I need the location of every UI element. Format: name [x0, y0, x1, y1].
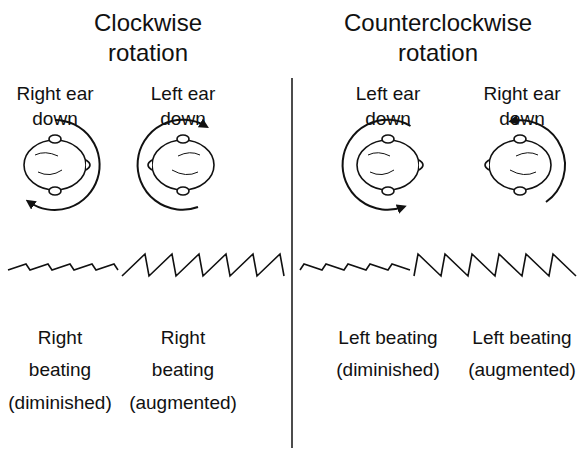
nystagmus-trace	[414, 254, 576, 276]
position-label: Right ear down	[5, 82, 105, 131]
column-heading: Counterclockwise rotation	[344, 8, 532, 68]
nystagmus-label: Right beating (diminished)	[8, 322, 111, 419]
position-label: Right ear down	[472, 82, 572, 131]
head	[357, 135, 423, 195]
nystagmus-trace	[122, 254, 284, 276]
head-figures	[24, 135, 551, 195]
divider-line	[291, 78, 293, 448]
head	[485, 135, 551, 195]
nystagmus-label: Left beating (augmented)	[468, 322, 576, 387]
rotation-arrows	[29, 120, 565, 210]
position-label: Left ear down	[341, 82, 436, 131]
nystagmus-label: Right beating (augmented)	[129, 322, 237, 419]
nystagmus-trace	[8, 264, 118, 270]
head	[24, 135, 90, 195]
nystagmus-label: Left beating (diminished)	[336, 322, 439, 387]
nystagmus-traces	[8, 254, 576, 276]
head	[148, 135, 214, 195]
nystagmus-trace	[300, 264, 410, 270]
column-heading: Clockwise rotation	[94, 8, 202, 68]
position-label: Left ear down	[136, 82, 231, 131]
